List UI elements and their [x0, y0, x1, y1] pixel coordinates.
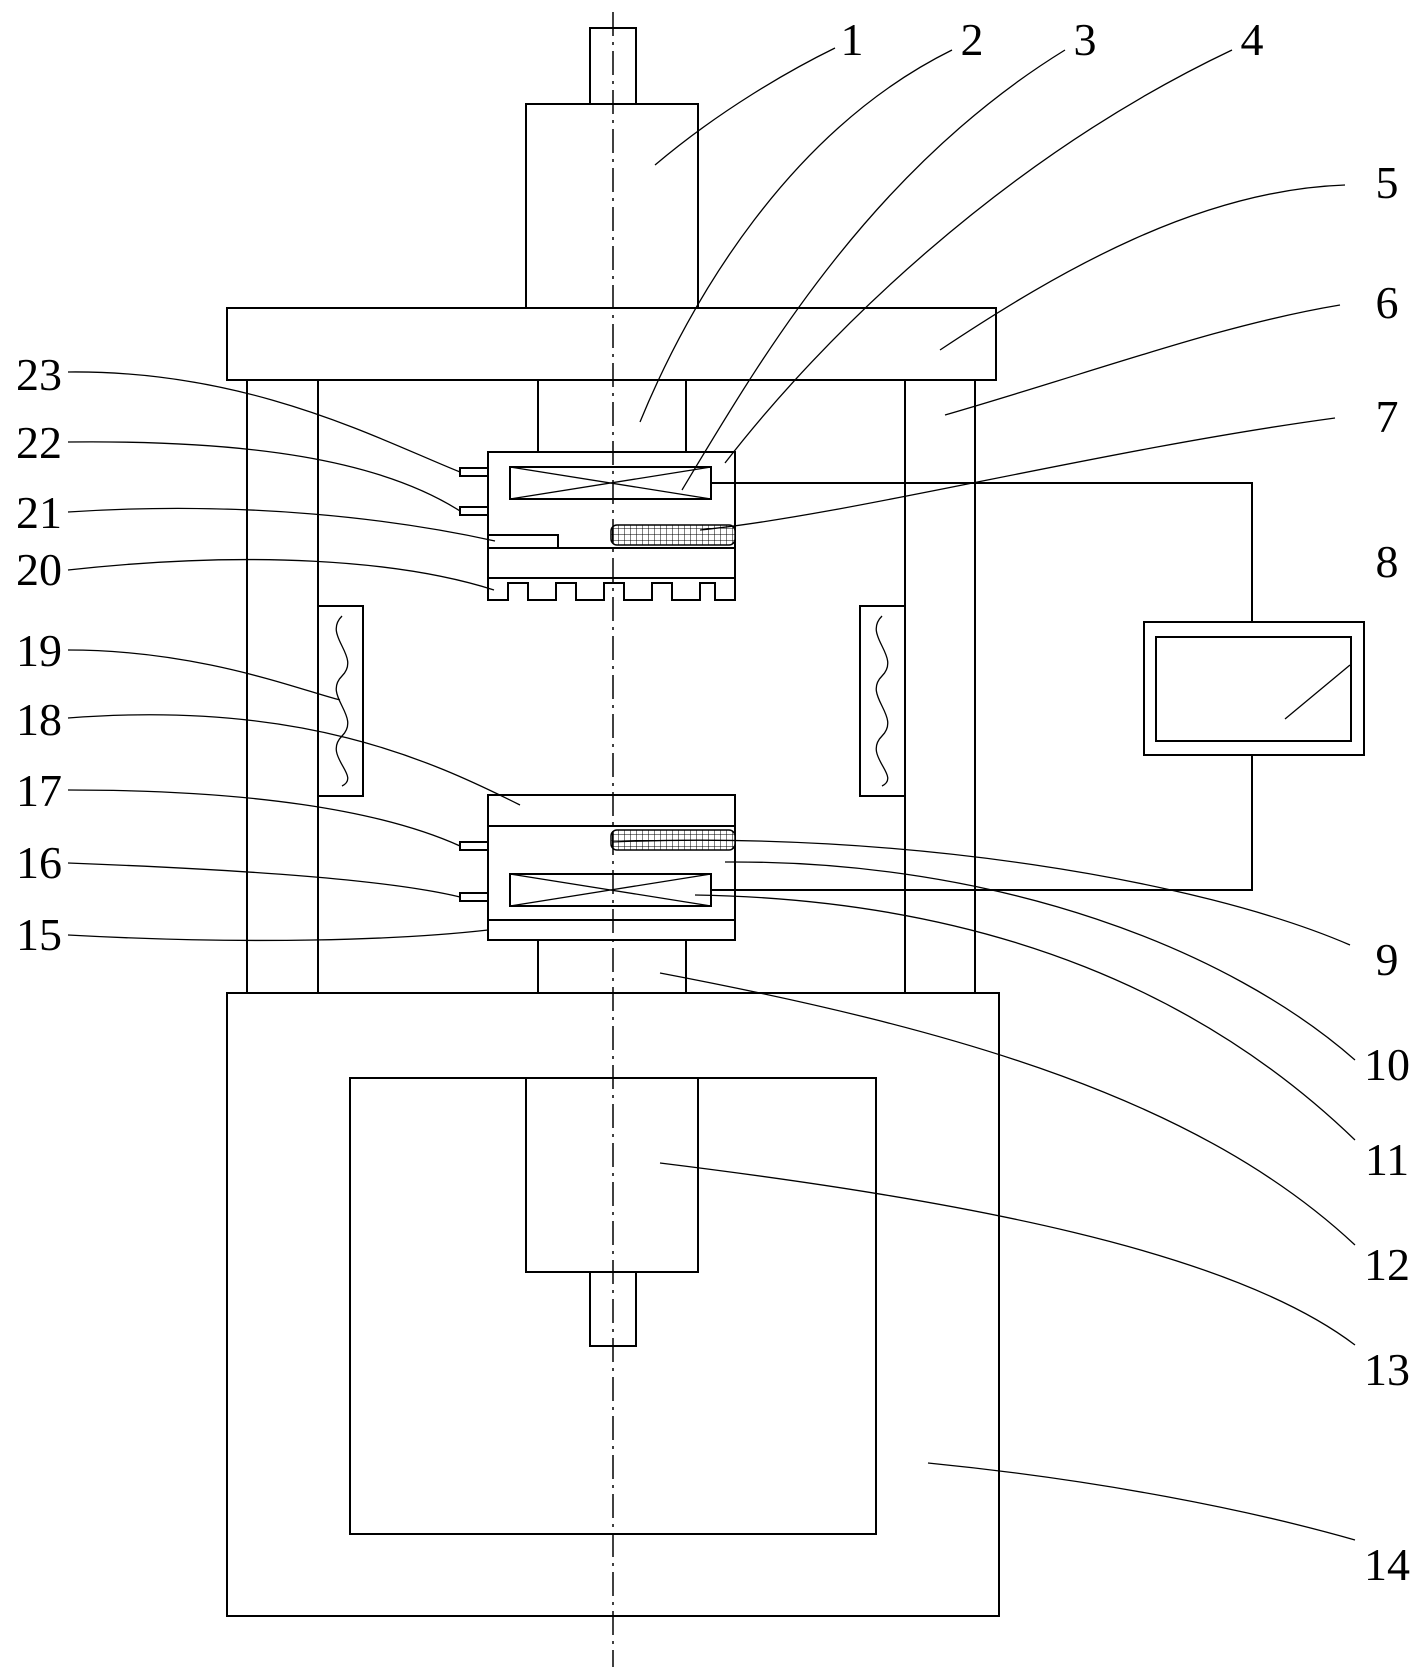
bottom-cylinder: [525, 1077, 699, 1347]
left-heater: [317, 605, 364, 797]
callout-12: 12: [1364, 1239, 1410, 1290]
controller-screen: [1155, 636, 1352, 742]
upper-rod: [537, 380, 687, 452]
callout-5: 5: [1376, 157, 1399, 208]
callout-13: 13: [1364, 1344, 1410, 1395]
callout-11: 11: [1365, 1134, 1409, 1185]
callout-3: 3: [1074, 14, 1097, 65]
callout-6: 6: [1376, 277, 1399, 328]
callout-16: 16: [16, 837, 62, 888]
callout-22: 22: [16, 417, 62, 468]
callout-9: 9: [1376, 934, 1399, 985]
upper-die: [459, 451, 736, 601]
controller: [1143, 621, 1365, 756]
callout-14: 14: [1364, 1539, 1410, 1590]
callout-8: 8: [1376, 536, 1399, 587]
callout-15: 15: [16, 909, 62, 960]
callout-18: 18: [16, 694, 62, 745]
right-heater: [859, 605, 906, 797]
right-column: [904, 380, 976, 993]
callout-7: 7: [1376, 391, 1399, 442]
callout-1: 1: [841, 14, 864, 65]
callout-labels: 1 2 3 4 5 6 7 8 9 10 11 12 13 14 15 16 1…: [16, 14, 1410, 1590]
lower-rod: [537, 940, 687, 993]
wiring: [711, 482, 1253, 891]
top-plate: [226, 307, 997, 381]
callout-20: 20: [16, 544, 62, 595]
callout-17: 17: [16, 765, 62, 816]
callout-4: 4: [1241, 14, 1264, 65]
callout-23: 23: [16, 349, 62, 400]
top-cylinder: [525, 27, 699, 309]
left-column: [246, 380, 319, 993]
callout-21: 21: [16, 487, 62, 538]
callout-19: 19: [16, 625, 62, 676]
leader-lines: [67, 47, 1356, 1541]
callout-10: 10: [1364, 1039, 1410, 1090]
callout-2: 2: [961, 14, 984, 65]
lower-die: [459, 794, 736, 941]
